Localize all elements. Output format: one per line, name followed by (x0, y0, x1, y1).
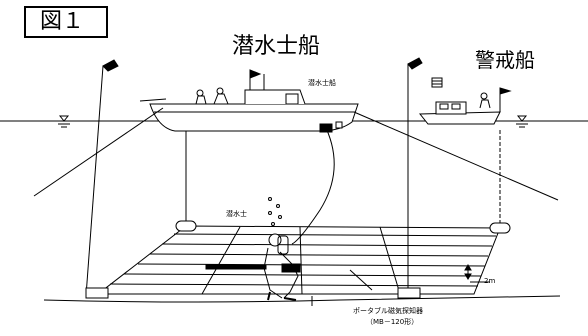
water-level-marker-right (516, 115, 528, 128)
guard-ship-title: 警戒船 (475, 48, 535, 72)
marker-buoy-right (407, 57, 423, 296)
probe-model-label: （MB－120形） (366, 318, 419, 326)
diver-label: 潜水士 (226, 210, 247, 218)
figure-label-box (24, 6, 108, 38)
crew-figure-1 (195, 89, 207, 105)
seabed-line (43, 295, 561, 303)
probe-label: ポータブル磁気探知器 (353, 307, 423, 315)
magnetic-probe (205, 263, 313, 306)
mesh-float-left (175, 220, 197, 232)
mooring-line-left (33, 107, 164, 197)
water-level-marker-left (58, 115, 70, 128)
mooring-line-right (353, 111, 559, 201)
mesh-float-right (489, 222, 511, 234)
diver-figure (263, 233, 299, 301)
ship-flag-icon (249, 69, 262, 79)
marker-buoy-left (85, 59, 119, 297)
diver-ship-title: 潜水士船 (232, 34, 321, 59)
air-hose (291, 127, 335, 245)
diver-ship-small-label: 潜水士船 (308, 79, 336, 87)
guard-ship (418, 77, 501, 125)
diver-ship (139, 70, 359, 133)
mesh-spacing-label: 2m (484, 277, 496, 285)
figure-number: 図１ (40, 9, 85, 34)
air-bubbles (268, 197, 282, 226)
search-mesh (96, 225, 501, 295)
crew-figure-2 (213, 87, 229, 105)
anchor-weight-left (85, 287, 109, 299)
anchor-weight-right (397, 287, 421, 299)
mesh-spacing-dimension (464, 264, 472, 280)
guard-flag-icon (499, 87, 512, 95)
